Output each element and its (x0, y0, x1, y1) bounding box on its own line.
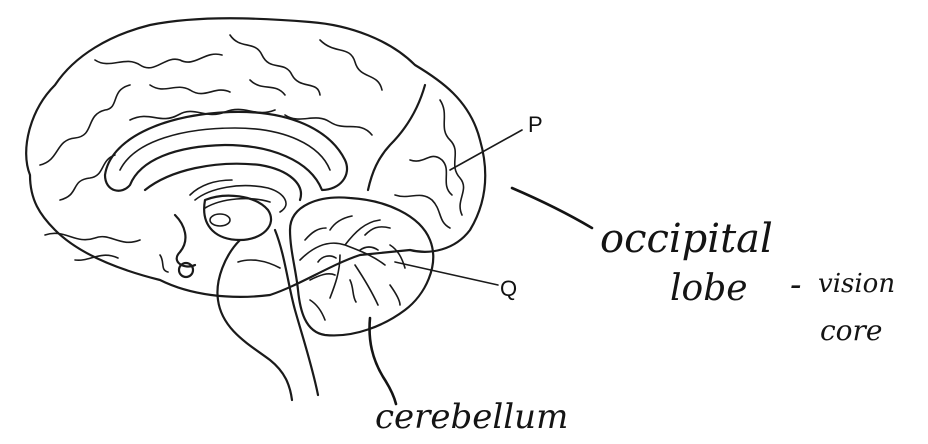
label-line-p (450, 130, 522, 170)
handwritten-occipital: occipital (600, 216, 773, 262)
label-q: Q (500, 276, 517, 301)
cortex-gyri (40, 35, 382, 260)
occipital-gyri (440, 100, 464, 215)
label-p: P (528, 112, 543, 137)
handwritten-cerebellum: cerebellum (375, 397, 568, 437)
fornix (145, 164, 301, 200)
parieto-occipital-sulcus (368, 85, 425, 190)
label-line-q (395, 262, 498, 285)
handwritten-arrow (512, 188, 592, 228)
thalamus (204, 196, 271, 240)
handwritten-vision: vision (818, 269, 895, 299)
brainstem (217, 240, 292, 400)
handwritten-lobe: lobe (670, 268, 748, 309)
handwritten-cerebellum-pointer (370, 318, 396, 404)
handwritten-core: core (820, 314, 883, 347)
hypothalamus (175, 215, 195, 267)
handwritten-dash: - (790, 265, 802, 305)
corpus-callosum (105, 112, 347, 191)
pituitary (179, 263, 193, 277)
